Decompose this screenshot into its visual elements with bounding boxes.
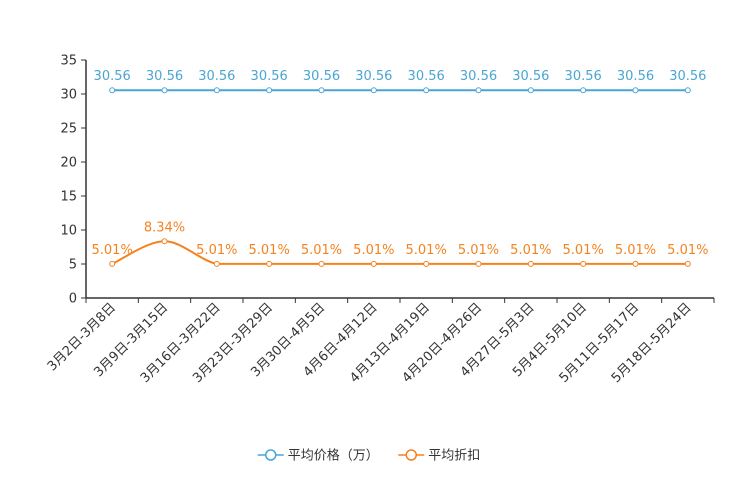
data-label: 30.56: [512, 69, 549, 84]
data-point[interactable]: [580, 87, 587, 94]
data-point[interactable]: [109, 87, 116, 94]
data-point[interactable]: [318, 87, 325, 94]
data-point[interactable]: [266, 87, 273, 94]
data-point[interactable]: [161, 238, 168, 245]
data-label: 30.56: [617, 69, 654, 84]
data-point[interactable]: [684, 87, 691, 94]
data-label: 5.01%: [301, 243, 342, 258]
series-layer: [109, 87, 691, 267]
y-tick-label: 35: [60, 54, 77, 69]
data-point[interactable]: [632, 260, 639, 267]
y-tick-label: 20: [60, 156, 77, 171]
data-label: 5.01%: [196, 243, 237, 258]
data-point[interactable]: [475, 260, 482, 267]
data-point[interactable]: [632, 87, 639, 94]
data-point[interactable]: [161, 87, 168, 94]
data-label: 5.01%: [615, 243, 656, 258]
data-point[interactable]: [370, 87, 377, 94]
data-point[interactable]: [109, 260, 116, 267]
legend-item-1[interactable]: 平均折扣: [398, 449, 480, 464]
data-point[interactable]: [213, 260, 220, 267]
legend-swatch-marker: [265, 449, 277, 461]
data-point[interactable]: [370, 260, 377, 267]
y-tick-label: 30: [60, 88, 77, 103]
data-label: 30.56: [303, 69, 340, 84]
data-labels: 30.56 30.56 30.56 30.56 30.56 30.56 30.56 30.56…: [92, 69, 709, 258]
data-label: 5.01%: [353, 243, 394, 258]
data-point[interactable]: [527, 87, 534, 94]
data-label: 5.01%: [667, 243, 708, 258]
y-tick-label: 25: [60, 122, 77, 137]
data-label: 30.56: [565, 69, 602, 84]
data-point[interactable]: [423, 87, 430, 94]
data-label: 5.01%: [563, 243, 604, 258]
y-tick-label: 10: [60, 224, 77, 239]
data-label: 30.56: [146, 69, 183, 84]
data-label: 30.56: [460, 69, 497, 84]
data-point[interactable]: [527, 260, 534, 267]
data-label: 30.56: [198, 69, 235, 84]
data-label: 5.01%: [249, 243, 290, 258]
data-label: 30.56: [408, 69, 445, 84]
legend-label: 平均价格（万）: [288, 448, 379, 464]
data-label: 30.56: [669, 69, 706, 84]
y-tick-label: 15: [60, 190, 77, 205]
y-tick-label: 0: [69, 292, 77, 307]
data-point[interactable]: [423, 260, 430, 267]
data-point[interactable]: [684, 260, 691, 267]
data-point[interactable]: [266, 260, 273, 267]
data-label: 30.56: [355, 69, 392, 84]
legend-swatch-marker: [405, 449, 417, 461]
data-label: 5.01%: [406, 243, 447, 258]
data-label: 5.01%: [92, 243, 133, 258]
data-point[interactable]: [318, 260, 325, 267]
data-point[interactable]: [475, 87, 482, 94]
data-label: 30.56: [251, 69, 288, 84]
data-point[interactable]: [580, 260, 587, 267]
series-line-1: [111, 240, 688, 265]
data-label: 5.01%: [510, 243, 551, 258]
y-tick-label: 5: [69, 258, 77, 273]
data-label: 30.56: [94, 69, 131, 84]
data-label: 8.34%: [144, 220, 185, 235]
legend[interactable]: 平均价格（万） 平均折扣: [257, 448, 481, 464]
legend-label: 平均折扣: [428, 449, 480, 464]
data-label: 5.01%: [458, 243, 499, 258]
legend-item-0[interactable]: 平均价格（万）: [257, 448, 379, 464]
data-point[interactable]: [213, 87, 220, 94]
